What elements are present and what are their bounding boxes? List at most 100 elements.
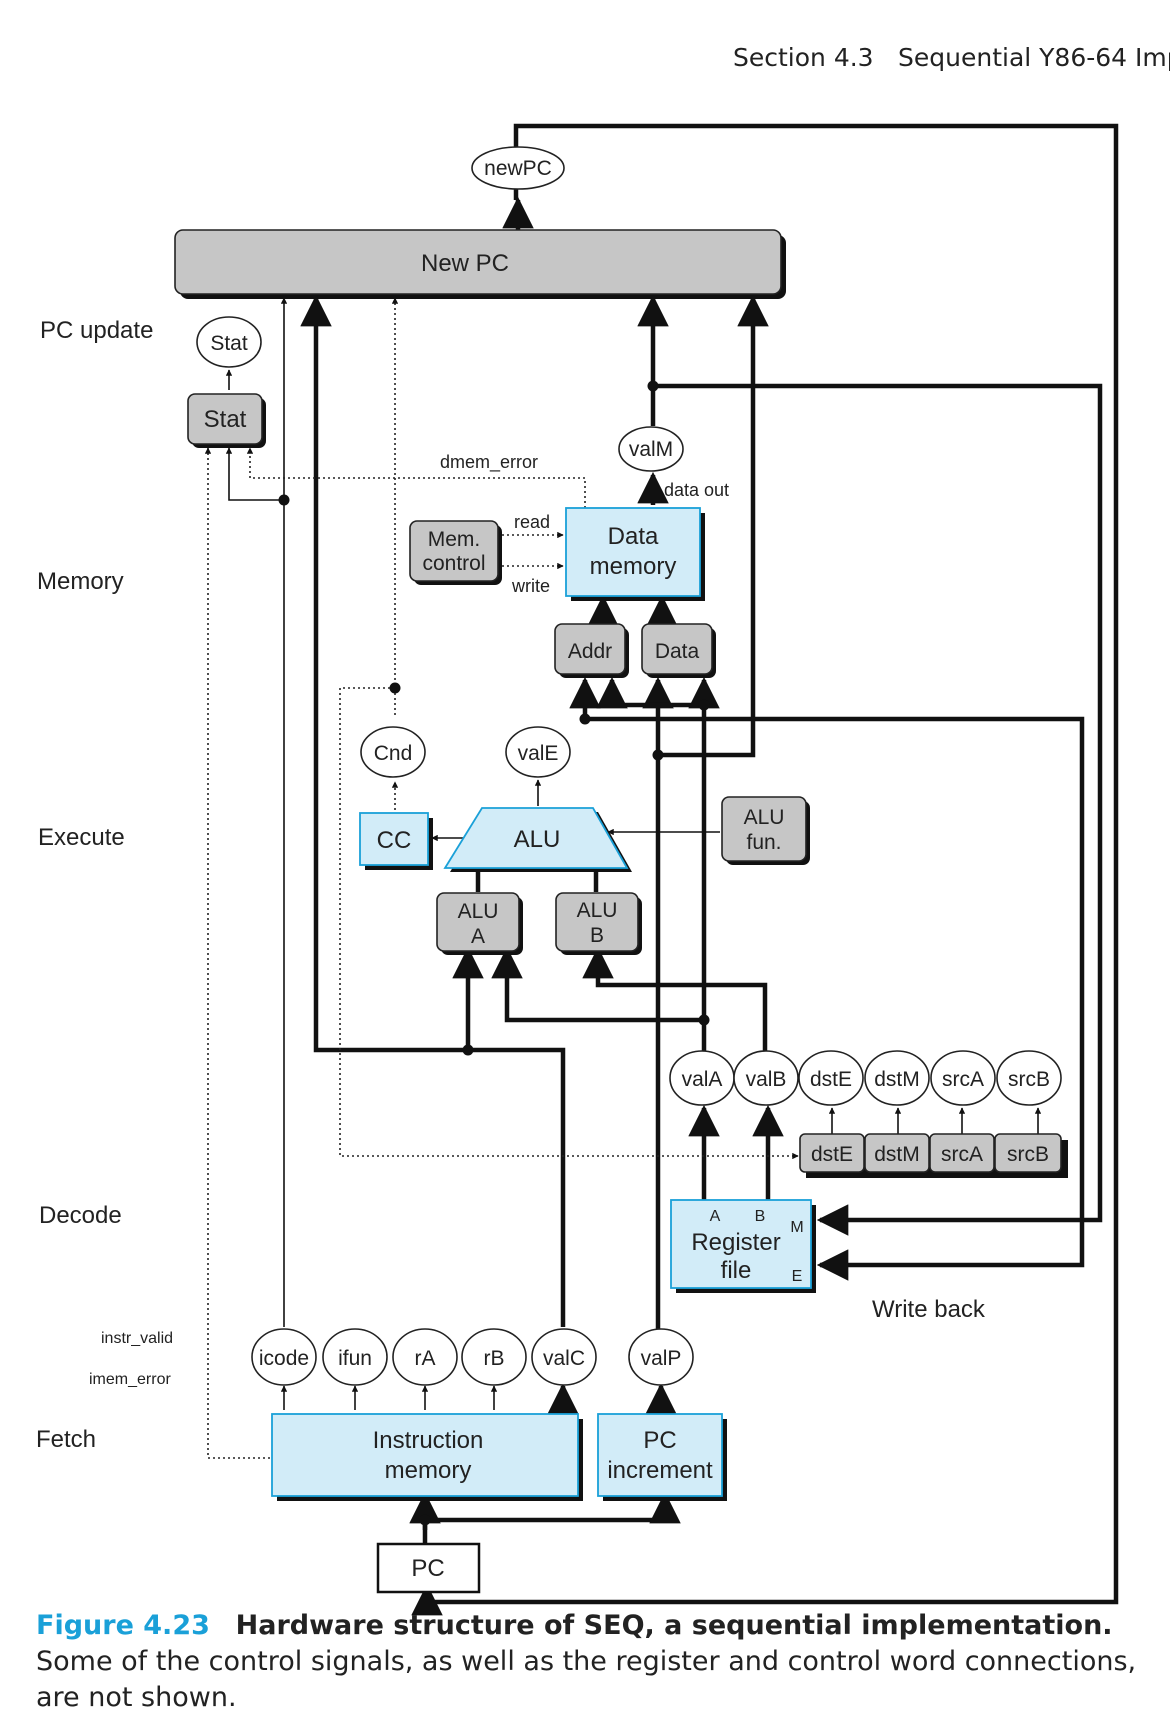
stage-label-decode: Decode — [39, 1202, 122, 1229]
valm-to-regfile-wire — [653, 383, 1103, 1236]
pc-register-block: PC — [376, 1542, 481, 1594]
icode-label: icode — [259, 1347, 309, 1370]
junction-icode — [278, 494, 290, 506]
stage-label-memory: Memory — [37, 568, 124, 595]
stage-label-fetch: Fetch — [36, 1426, 96, 1453]
srca-box — [929, 1133, 995, 1173]
mem-control-label-2: control — [422, 552, 485, 575]
read-label: read — [514, 512, 550, 532]
dste-label: dstE — [810, 1068, 852, 1091]
junction-valc — [462, 1044, 474, 1056]
reg-port-b: B — [755, 1208, 766, 1225]
rb-label: rB — [484, 1347, 505, 1370]
cc-block: CC — [359, 812, 433, 870]
valm-label: valM — [629, 438, 673, 461]
instr-valid-label: instr_valid — [101, 1330, 173, 1347]
figure-number: Figure 4.23 — [36, 1610, 210, 1641]
dstm-box — [864, 1133, 930, 1173]
mem-control-block: Mem. control — [409, 520, 502, 585]
new-pc-label: New PC — [421, 250, 509, 277]
header-title: Sequential Y86-64 Imp — [898, 43, 1170, 72]
dstm-oval — [864, 1050, 930, 1106]
alu-fun-block: ALU fun. — [721, 796, 810, 865]
srcb-oval — [996, 1050, 1062, 1106]
data-memory-label-2: memory — [590, 553, 677, 580]
stage-label-pc-update: PC update — [40, 317, 153, 344]
ifun-oval — [322, 1328, 388, 1386]
imem-error-wire — [204, 447, 270, 1459]
addr-block: Addr — [554, 623, 629, 678]
imem-error-label: imem_error — [89, 1371, 171, 1388]
alu-a-block: ALU A — [436, 892, 523, 955]
figure-title: Hardware structure of SEQ, a sequential … — [235, 1610, 1113, 1641]
data-memory-block: Data memory — [565, 507, 705, 601]
dste-oval — [798, 1050, 864, 1106]
reg-port-m: M — [790, 1219, 803, 1236]
valp-oval — [628, 1328, 694, 1386]
newpc-feedback-wire — [411, 123, 1119, 1616]
junction-valm — [647, 380, 659, 392]
dmem-error-wire — [246, 447, 586, 508]
valc-to-newpc-wire — [300, 294, 566, 1327]
stat-oval: Stat — [196, 316, 262, 368]
srca-oval — [930, 1050, 996, 1106]
alu-label: ALU — [514, 826, 561, 853]
figure-caption: Figure 4.23 Hardware structure of SEQ, a… — [36, 1608, 1146, 1716]
alu-block: ALU — [443, 807, 632, 872]
junction-pc — [419, 1514, 431, 1526]
dste-box-label: dstE — [811, 1143, 853, 1166]
mem-control-label-1: Mem. — [428, 528, 481, 551]
data-memory-label-1: Data — [608, 523, 659, 550]
pc-increment-label-1: PC — [643, 1427, 676, 1454]
cnd-label: Cnd — [374, 742, 413, 765]
vala-to-addr-wire — [596, 676, 707, 1075]
alu-a-label-1: ALU — [458, 900, 499, 923]
data-label: Data — [655, 640, 700, 663]
alu-b-label-2: B — [590, 924, 604, 947]
addr-label: Addr — [568, 640, 612, 663]
instr-memory-label-1: Instruction — [373, 1427, 484, 1454]
valb-to-alub-wire — [582, 946, 768, 1075]
valc-label: valC — [543, 1347, 585, 1370]
junction-vala-mem — [698, 699, 710, 711]
alu-b-block: ALU B — [555, 892, 642, 955]
valm-oval: valM — [618, 426, 684, 472]
dstm-box-label: dstM — [874, 1143, 920, 1166]
dst-boxes: dstE dstM srcA srcB — [799, 1133, 1068, 1178]
pc-to-pcinc-wire — [422, 1491, 681, 1543]
vale-to-newpc-wire — [658, 294, 769, 758]
junction-dots — [278, 380, 710, 1526]
stage-label-write-back: Write back — [872, 1296, 986, 1323]
vala-to-alua-wire — [491, 946, 704, 1023]
newpc-oval: newPC — [471, 146, 565, 190]
reg-port-e: E — [792, 1268, 803, 1285]
register-file-label-2: file — [721, 1257, 752, 1284]
vale-oval: valE — [505, 726, 571, 778]
rb-oval — [461, 1328, 527, 1386]
write-label: write — [511, 576, 550, 596]
alu-fun-label-1: ALU — [744, 806, 785, 829]
register-file-label-1: Register — [691, 1229, 780, 1256]
cnd-to-dst-wire — [339, 687, 799, 1160]
dmem-error-label: dmem_error — [440, 452, 538, 473]
cnd-oval: Cnd — [360, 726, 426, 778]
pc-increment-label-2: increment — [607, 1457, 713, 1484]
data-out-label: data out — [664, 480, 729, 500]
junction-vala-alu — [698, 1014, 710, 1026]
header-section: Section 4.3 — [733, 43, 874, 72]
srcb-box-label: srcB — [1007, 1143, 1049, 1166]
fetch-output-ovals: icode ifun rA rB valC valP — [251, 1328, 694, 1386]
vale-label: valE — [518, 742, 559, 765]
pc-register-label: PC — [411, 1555, 444, 1582]
cc-label: CC — [377, 827, 412, 854]
data-block: Data — [641, 623, 716, 678]
stage-label-execute: Execute — [38, 824, 125, 851]
ra-oval — [392, 1328, 458, 1386]
alu-b-label-1: ALU — [577, 899, 618, 922]
reg-output-ovals: valA valB dstE dstM srcA srcB — [669, 1050, 1062, 1106]
junction-valp — [652, 749, 664, 761]
srcb-label: srcB — [1008, 1068, 1050, 1091]
alu-fun-label-2: fun. — [746, 831, 781, 854]
junction-vale — [579, 713, 591, 725]
